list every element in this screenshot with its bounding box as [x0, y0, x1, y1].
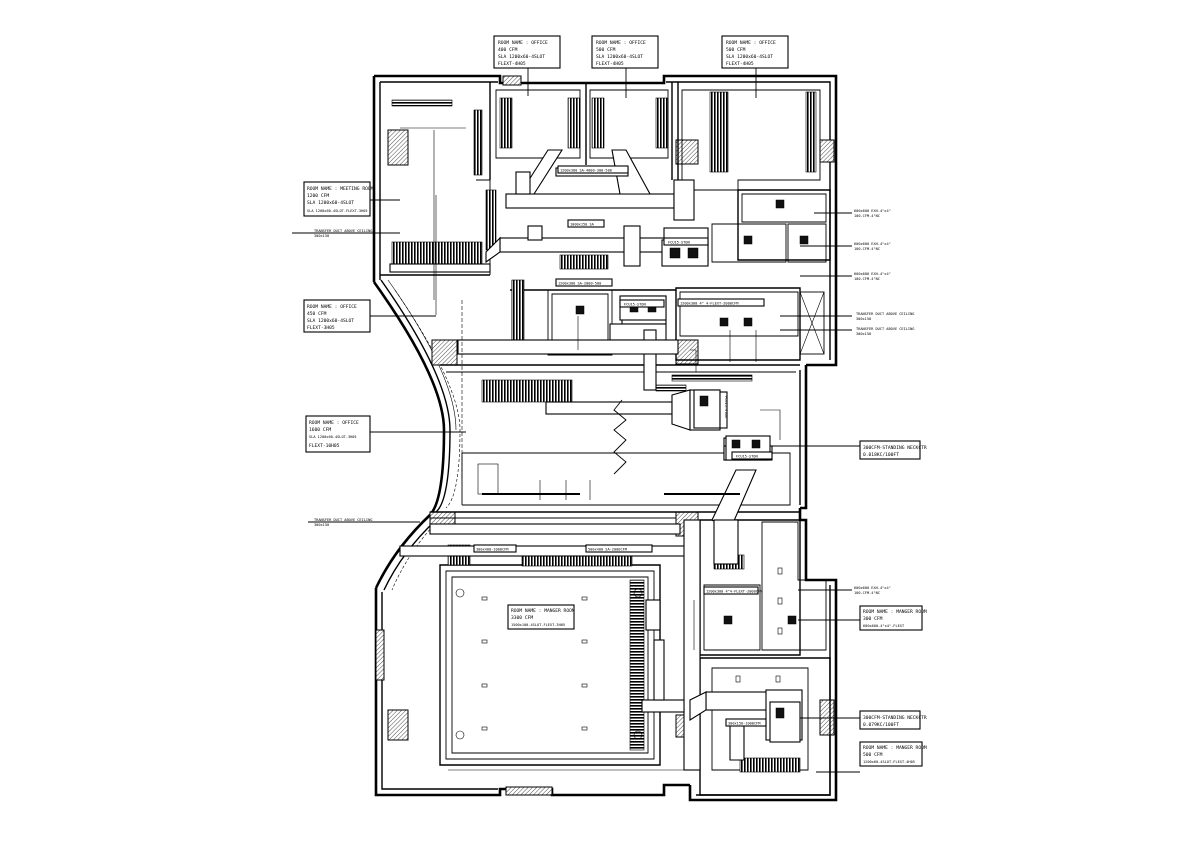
- svg-text:FLEXT-10H05: FLEXT-10H05: [309, 443, 340, 449]
- svg-text:1600 CFM: 1600 CFM: [309, 427, 331, 433]
- svg-text:ROOM NAME : MANGER ROOM: ROOM NAME : MANGER ROOM: [863, 745, 927, 751]
- duct-labels: 1200x300 SA-4000-300-500 1000x150 SA 120…: [473, 165, 767, 727]
- room-tag-meeting-room: ROOM NAME : MEETING ROOM 1200 CFM SLA 12…: [303, 181, 374, 217]
- svg-text:TRANSFER DUCT ABOVE CEILING: TRANSFER DUCT ABOVE CEILING: [314, 518, 372, 522]
- svg-text:400 CFM: 400 CFM: [498, 47, 518, 53]
- room-tag-office-400: ROOM NAME : OFFICE 400 CFM SLA 1200x60-4…: [493, 35, 561, 69]
- svg-text:100-CFM-4"NC: 100-CFM-4"NC: [854, 277, 880, 281]
- diffusers: [455, 199, 809, 740]
- room-tag-office-500-b: ROOM NAME : OFFICE 500 CFM SLA 1200x60-4…: [721, 35, 789, 69]
- svg-text:SLA 1200x60-4SLOT: SLA 1200x60-4SLOT: [498, 54, 545, 60]
- svg-text:1200x300 SA-2000-500: 1200x300 SA-2000-500: [558, 282, 601, 286]
- svg-text:ROOM NAME : OFFICE: ROOM NAME : OFFICE: [307, 304, 357, 310]
- svg-text:500 CFM: 500 CFM: [726, 47, 746, 53]
- room-tag-manager-300: ROOM NAME : MANGER ROOM 300 CFM 600x600-…: [859, 605, 927, 631]
- svg-text:100-CFM-4"NC: 100-CFM-4"NC: [854, 214, 880, 218]
- room-tag-office-500-a: ROOM NAME : OFFICE 500 CFM SLA 1200x60-4…: [591, 35, 659, 69]
- fan-coil-tag-2: 300CFM-STANDING NECKCTR 0.079KC/100FT: [859, 710, 927, 730]
- svg-text:1000x150 SA: 1000x150 SA: [570, 223, 595, 227]
- detail-lines: [400, 127, 781, 771]
- interior-walls: [380, 82, 831, 796]
- svg-text:1200 CFM: 1200 CFM: [307, 193, 329, 199]
- svg-text:600x600 EXH-4"x4": 600x600 EXH-4"x4": [854, 209, 891, 213]
- svg-text:300CFM-STANDING NECKCTR: 300CFM-STANDING NECKCTR: [863, 445, 927, 451]
- svg-text:1200x300 4"4-FLEXT-2000CFM: 1200x300 4"4-FLEXT-2000CFM: [706, 590, 763, 594]
- svg-text:300CFM-STANDING NECKCTR: 300CFM-STANDING NECKCTR: [863, 715, 927, 721]
- svg-text:SLA 1200x60-4SLOT-3H05: SLA 1200x60-4SLOT-3H05: [309, 435, 357, 439]
- linear-grilles: [391, 91, 817, 773]
- svg-text:FLEXT-4H05: FLEXT-4H05: [596, 61, 624, 67]
- svg-text:1200x300 SA-4000-300-500: 1200x300 SA-4000-300-500: [560, 169, 612, 173]
- room-tag-manager-3300: ROOM NAME : MANGER ROOM 3300 CFM 1500x10…: [507, 604, 575, 630]
- svg-text:FCU15-STON: FCU15-STON: [624, 303, 646, 307]
- svg-text:100-CFM-4"NC: 100-CFM-4"NC: [854, 591, 880, 595]
- svg-text:SLA 1200x60-4SLOT: SLA 1200x60-4SLOT: [596, 54, 643, 60]
- svg-text:300x150: 300x150: [856, 317, 871, 321]
- svg-text:SLA 1200x60-4SLOT: SLA 1200x60-4SLOT: [307, 200, 354, 206]
- svg-text:FLEXT-4H05: FLEXT-4H05: [726, 61, 754, 67]
- svg-text:600x600 EXH-4"x4": 600x600 EXH-4"x4": [854, 272, 891, 276]
- svg-text:SLA 1200x60-4SLOT: SLA 1200x60-4SLOT: [307, 318, 354, 324]
- room-tag-manager-500: ROOM NAME : MANGER ROOM 500 CFM 1200x60-…: [859, 741, 927, 767]
- svg-text:600x600 EXH-4"x4": 600x600 EXH-4"x4": [854, 242, 891, 246]
- svg-text:450 CFM: 450 CFM: [307, 311, 327, 317]
- svg-text:SLA 1200x60-4SLOT: SLA 1200x60-4SLOT: [726, 54, 773, 60]
- svg-text:600x600 EXH-4"x4": 600x600 EXH-4"x4": [854, 586, 891, 590]
- svg-text:1200x60-4SLOT-FLEXT-4H05: 1200x60-4SLOT-FLEXT-4H05: [863, 760, 915, 764]
- svg-text:300x150: 300x150: [314, 523, 329, 527]
- svg-text:SLA 1200x60-4SLOT-FLEXT-3H05: SLA 1200x60-4SLOT-FLEXT-3H05: [307, 209, 368, 213]
- svg-text:500 CFM: 500 CFM: [863, 752, 883, 758]
- svg-text:TRANSFER DUCT ABOVE CEILING: TRANSFER DUCT ABOVE CEILING: [314, 229, 372, 233]
- svg-text:ROOM NAME : OFFICE: ROOM NAME : OFFICE: [596, 40, 646, 46]
- return-zigzag: [613, 399, 627, 475]
- svg-text:1200x300 4" 4-FLEXT-2000CFM: 1200x300 4" 4-FLEXT-2000CFM: [680, 302, 739, 306]
- svg-text:ROOM NAME : MANGER ROOM: ROOM NAME : MANGER ROOM: [863, 609, 927, 615]
- svg-text:ROOM NAME : MANGER ROOM: ROOM NAME : MANGER ROOM: [511, 608, 575, 614]
- fcu-labels: FCU15-STON FCU15-STON FCU15-STON FCU15-S…: [619, 237, 773, 460]
- svg-text:FLEXT-4H05: FLEXT-4H05: [498, 61, 526, 67]
- svg-text:FCU15-STON: FCU15-STON: [668, 241, 690, 245]
- svg-text:500 CFM: 500 CFM: [596, 47, 616, 53]
- room-tag-office-1600: ROOM NAME : OFFICE 1600 CFM SLA 1200x60-…: [305, 415, 371, 453]
- svg-text:ROOM NAME : OFFICE: ROOM NAME : OFFICE: [726, 40, 776, 46]
- svg-text:TRANSFER DUCT ABOVE CEILING: TRANSFER DUCT ABOVE CEILING: [856, 312, 914, 316]
- svg-text:300x150-1000CFM: 300x150-1000CFM: [728, 722, 761, 726]
- svg-text:FLEXT-3H05: FLEXT-3H05: [307, 325, 335, 331]
- svg-text:FCU15-STON: FCU15-STON: [736, 455, 758, 459]
- svg-text:300x150: 300x150: [856, 332, 871, 336]
- svg-text:ROOM NAME : MEETING ROOM: ROOM NAME : MEETING ROOM: [307, 186, 374, 192]
- fcu-units: [619, 239, 801, 743]
- svg-text:300 CFM: 300 CFM: [863, 616, 883, 622]
- room-tag-office-450: ROOM NAME : OFFICE 450 CFM SLA 1200x60-4…: [303, 299, 371, 333]
- svg-text:0.018KC/100FT: 0.018KC/100FT: [863, 452, 899, 458]
- svg-text:600x600-4"x4"-FLEXT: 600x600-4"x4"-FLEXT: [863, 624, 905, 628]
- svg-text:3300 CFM: 3300 CFM: [511, 615, 533, 621]
- svg-text:300x150: 300x150: [314, 234, 329, 238]
- fan-coil-tag-1: 300CFM-STANDING NECKCTR 0.018KC/100FT: [859, 440, 927, 460]
- svg-text:1500x100-4SLOT-FLEXT-3H05: 1500x100-4SLOT-FLEXT-3H05: [511, 623, 565, 627]
- svg-text:300x400-1000CFM: 300x400-1000CFM: [476, 548, 509, 552]
- side-notes: 600x600 EXH-4"x4" 100-CFM-4"NC 600x600 E…: [314, 209, 914, 595]
- leader-lines: [292, 68, 860, 773]
- svg-text:100-CFM-4"NC: 100-CFM-4"NC: [854, 247, 880, 251]
- svg-text:500x400 SA-2000CFM: 500x400 SA-2000CFM: [588, 548, 628, 552]
- facade-mullions: [391, 289, 461, 591]
- svg-text:FCU15-STON: FCU15-STON: [724, 396, 728, 418]
- svg-text:TRANSFER DUCT ABOVE CEILING: TRANSFER DUCT ABOVE CEILING: [856, 327, 914, 331]
- svg-text:0.079KC/100FT: 0.079KC/100FT: [863, 722, 899, 728]
- svg-text:ROOM NAME : OFFICE: ROOM NAME : OFFICE: [309, 420, 359, 426]
- svg-text:ROOM NAME : OFFICE: ROOM NAME : OFFICE: [498, 40, 548, 46]
